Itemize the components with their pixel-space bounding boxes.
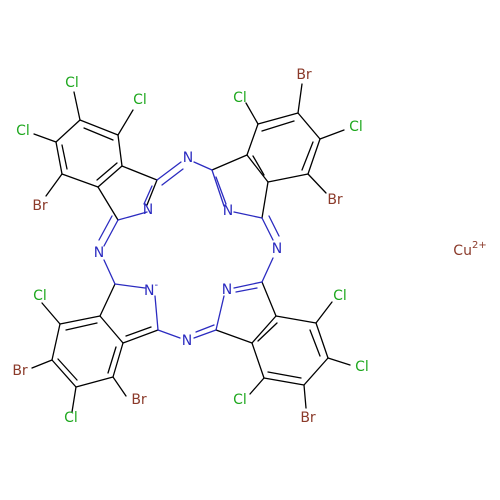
- benzene-ring-lower-right: [251, 315, 329, 386]
- pyrrole-ring-upper-right: [211, 154, 269, 219]
- atom-label-n: N: [223, 203, 233, 219]
- copper-charge: 2+: [472, 240, 487, 251]
- charged-nitrogen-charge: -: [154, 280, 158, 291]
- benzene-ring-upper-right: [246, 112, 321, 183]
- atom-label-n-anion: N-: [144, 280, 158, 300]
- atom-labels: Cl Cl Cl Br Cl Br Cl Br Cl Br Cl Br Cl C…: [12, 67, 486, 426]
- atom-label-br: Br: [32, 198, 48, 214]
- substituent-bonds-upper-right: [245, 83, 345, 194]
- atom-label-cl: Cl: [33, 288, 47, 304]
- substituent-bonds-lower-right: [249, 301, 351, 409]
- substituent-bonds-upper-left: [33, 91, 134, 197]
- atom-label-n: N: [272, 241, 282, 257]
- atom-label-cl: Cl: [333, 288, 347, 304]
- atom-label-br: Br: [300, 410, 316, 426]
- atom-label-cl: Cl: [349, 119, 363, 135]
- copper-ion-label: Cu2+: [453, 240, 486, 260]
- benzene-ring-lower-left: [51, 315, 124, 388]
- pyrrole-ring-lower-left: [99, 283, 159, 344]
- meso-bridges: [98, 161, 280, 339]
- copper-symbol: Cu: [453, 243, 472, 259]
- atom-label-cl: Cl: [64, 410, 78, 426]
- atom-label-cl: Cl: [16, 123, 30, 139]
- atom-label-n: N: [222, 282, 232, 298]
- atom-label-n: N: [143, 202, 153, 218]
- atom-label-cl: Cl: [233, 392, 247, 408]
- atom-label-n: N: [183, 150, 193, 166]
- atom-label-n: N: [94, 245, 104, 261]
- atom-label-cl: Cl: [65, 75, 79, 91]
- atom-label-cl: Cl: [233, 90, 247, 106]
- charged-nitrogen-symbol: N: [144, 283, 154, 299]
- substituent-bonds-lower-left: [31, 302, 127, 413]
- pyrrole-ring-upper-left: [97, 165, 158, 221]
- atom-label-br: Br: [327, 192, 343, 208]
- atom-label-cl: Cl: [355, 359, 369, 375]
- pyrrole-ring-lower-right: [215, 281, 277, 344]
- benzene-ring-upper-left: [55, 119, 123, 188]
- atom-label-cl: Cl: [133, 92, 147, 108]
- atom-label-br: Br: [131, 392, 147, 408]
- atom-label-n: N: [182, 333, 192, 349]
- atom-label-br: Br: [296, 67, 312, 83]
- atom-label-br: Br: [12, 363, 28, 379]
